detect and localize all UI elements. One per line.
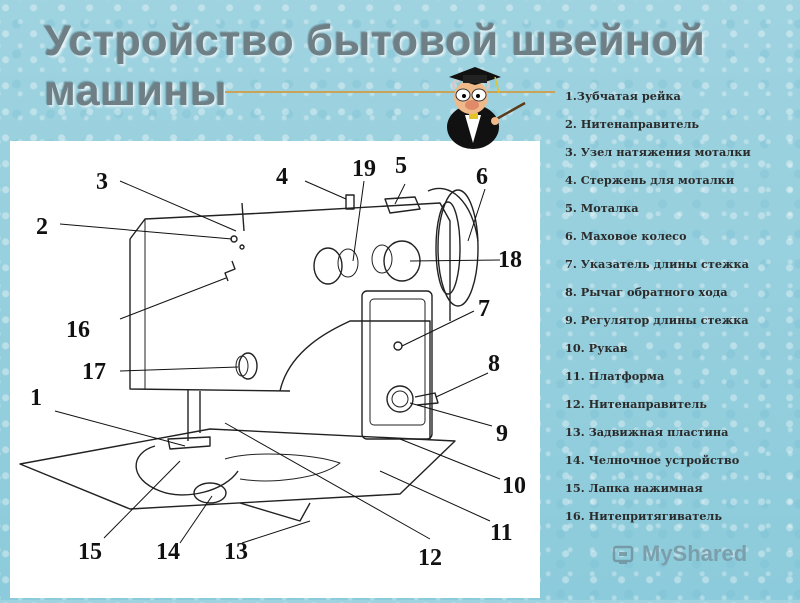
legend-item-11: 11. Платформа xyxy=(565,369,665,383)
title-line-2: машины xyxy=(44,67,228,115)
callout-19: 19 xyxy=(352,156,376,182)
callout-14: 14 xyxy=(156,539,180,565)
sewing-machine-diagram: 1 2 3 4 5 6 7 8 9 10 11 12 13 14 15 16 1… xyxy=(19,153,526,571)
bobbin-spindle xyxy=(345,194,355,210)
leader-11 xyxy=(379,470,491,522)
leader-14 xyxy=(179,495,213,544)
reverse-lever xyxy=(414,392,439,406)
legend-item-16: 16. Нитепритягиватель xyxy=(565,509,723,523)
leader-2 xyxy=(59,223,233,240)
winder xyxy=(384,196,421,214)
callout-12: 12 xyxy=(418,545,442,571)
legend-item-14: 14. Челночное устройство xyxy=(565,453,740,467)
legend-item-15: 15. Лапка нажимная xyxy=(565,481,703,495)
pillar-outline xyxy=(279,320,431,439)
take-up-lever xyxy=(224,260,236,282)
callout-9: 9 xyxy=(496,421,508,447)
title-line-1: Устройство бытовой швейной xyxy=(44,17,706,65)
legend-item-8: 8. Рычаг обратного хода xyxy=(565,285,728,299)
watermark-logo-icon xyxy=(612,545,634,564)
stitch-regulator xyxy=(386,385,414,413)
slide-title: Устройство бытовой швейной машины xyxy=(44,16,705,116)
callout-13: 13 xyxy=(224,539,248,565)
callout-15: 15 xyxy=(78,539,102,565)
professor-clipart xyxy=(447,67,526,149)
leader-6 xyxy=(467,188,486,242)
legend-item-10: 10. Рукав xyxy=(565,341,628,355)
callout-8: 8 xyxy=(488,351,500,377)
machine-drawing xyxy=(19,187,479,522)
callout-2: 2 xyxy=(36,214,48,240)
leader-3 xyxy=(119,180,237,232)
callout-numbers: 1 2 3 4 5 6 7 8 9 10 11 12 13 14 15 16 1… xyxy=(30,153,526,571)
leader-4 xyxy=(304,180,347,200)
dial-left xyxy=(313,247,343,285)
watermark-text: MyShared xyxy=(642,541,748,566)
callout-5: 5 xyxy=(395,153,407,179)
legend-item-1: 1.Зубчатая рейка xyxy=(565,89,681,103)
callout-6: 6 xyxy=(476,164,488,190)
leader-10 xyxy=(399,438,501,480)
arm-top xyxy=(129,202,451,321)
legend-item-9: 9. Регулятор длины стежка xyxy=(565,313,749,327)
leader-19 xyxy=(352,180,365,262)
front-panel-inner xyxy=(369,298,426,426)
shuttle-ellipse xyxy=(193,482,227,504)
leader-5 xyxy=(394,183,406,205)
leader-1 xyxy=(54,410,186,447)
callout-16: 16 xyxy=(66,317,90,343)
spool-pin xyxy=(241,202,245,232)
legend-item-5: 5. Моталка xyxy=(565,201,639,215)
leader-18 xyxy=(409,259,501,262)
legend-item-3: 3. Узел натяжения моталки xyxy=(565,145,751,159)
leader-8 xyxy=(435,372,489,398)
side-tension-knob xyxy=(238,352,258,380)
callout-3: 3 xyxy=(96,169,108,195)
legend-item-12: 12. Нитенаправитель xyxy=(565,397,707,411)
leader-lines xyxy=(54,180,501,544)
leader-7 xyxy=(401,310,475,347)
platform-outline xyxy=(19,428,456,510)
legend-item-7: 7. Указатель длины стежка xyxy=(565,257,750,271)
callout-18: 18 xyxy=(498,247,522,273)
handwheel-outer xyxy=(437,189,479,307)
arm-left xyxy=(129,239,291,392)
leader-15 xyxy=(103,460,181,539)
handwheel-inner xyxy=(435,201,461,295)
leader-13 xyxy=(241,520,311,544)
handwheel-rim xyxy=(427,187,479,242)
legend-item-4: 4. Стержень для моталки xyxy=(565,173,735,187)
stitch-indicator xyxy=(393,341,403,351)
callout-11: 11 xyxy=(490,520,513,546)
legend-item-13: 13. Задвижная пластина xyxy=(565,425,729,439)
callout-10: 10 xyxy=(502,473,526,499)
title-underline xyxy=(225,91,555,93)
front-panel xyxy=(361,290,433,440)
callout-1: 1 xyxy=(30,385,42,411)
leader-17 xyxy=(119,366,239,372)
watermark: MyShared xyxy=(608,539,768,571)
parts-legend: 1.Зубчатая рейка 2. Нитенаправитель 3. Узе… xyxy=(565,82,795,530)
leader-9 xyxy=(409,402,493,427)
slide-plate xyxy=(239,502,311,522)
callout-7: 7 xyxy=(478,296,490,322)
feed-cover xyxy=(224,453,341,482)
legend-item-2: 2. Нитенаправитель xyxy=(565,117,700,131)
callout-17: 17 xyxy=(82,359,106,385)
callout-4: 4 xyxy=(276,164,288,190)
leader-12 xyxy=(224,422,431,540)
presser-foot xyxy=(167,436,211,450)
diagram-panel: 1 2 3 4 5 6 7 8 9 10 11 12 13 14 15 16 1… xyxy=(10,141,540,598)
legend-item-6: 6. Маховое колесо xyxy=(565,229,687,243)
leader-16 xyxy=(119,277,227,320)
